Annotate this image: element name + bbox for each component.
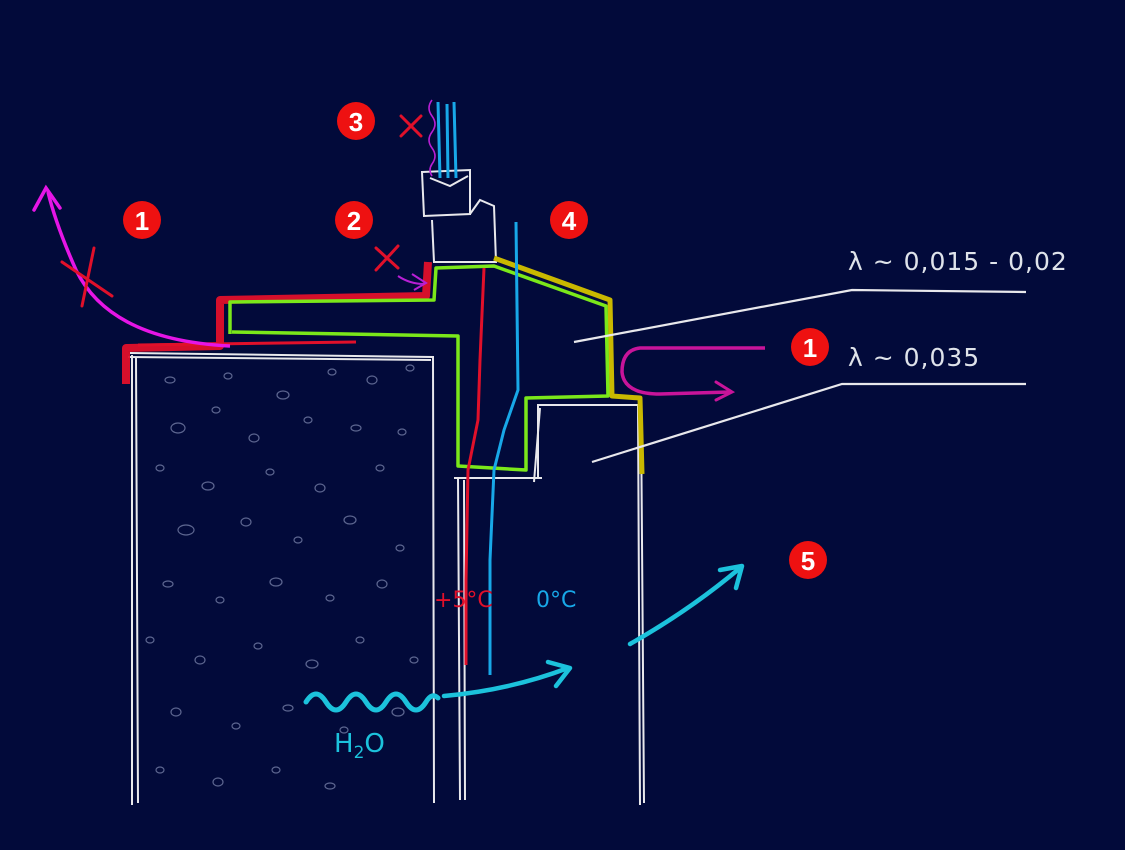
warm-side-sill-seal	[122, 261, 432, 384]
vapour-arrow-inner	[441, 665, 571, 699]
moisture-label-end: O	[364, 729, 384, 759]
vapour-arrow-outer	[627, 565, 743, 647]
svg-text:4: 4	[562, 206, 577, 236]
lambda-top-label: λ ~ 0,015 - 0,02	[848, 247, 1068, 276]
moisture-label-main: H	[334, 729, 354, 759]
airflow-curve-left	[46, 191, 231, 348]
warm-isotherm-line	[464, 267, 486, 665]
thermal-break-line	[228, 264, 610, 472]
cross-mark-icon	[374, 244, 400, 272]
vapour-arrowhead-outer	[717, 563, 745, 591]
airflow-arrowhead-right	[714, 380, 736, 402]
insulation-edge-line	[493, 255, 645, 475]
concrete-wall	[127, 352, 435, 805]
window-frame-profile	[420, 168, 498, 263]
airflow-small-arrow	[397, 273, 428, 291]
glazing-unit	[436, 101, 458, 179]
moisture-label-sub: 2	[354, 743, 365, 763]
svg-text:1: 1	[803, 333, 817, 363]
wave-icon	[303, 691, 441, 713]
marker-badge-2: 2	[335, 201, 373, 239]
svg-text:3: 3	[349, 107, 363, 137]
svg-text:1: 1	[135, 206, 149, 236]
warm-temperature-label: +5°C	[434, 588, 493, 613]
outer-facade-layer	[533, 404, 645, 806]
marker-badge-4: 4	[550, 201, 588, 239]
cold-isotherm-line	[488, 221, 520, 675]
cross-mark-icon	[60, 246, 114, 308]
glazing-seal-wave	[428, 99, 436, 177]
vapour-arrowhead-inner	[545, 659, 573, 689]
marker-badge-3: 3	[337, 102, 375, 140]
airflow-arrowhead-left	[32, 184, 62, 212]
marker-badge-5: 5	[789, 541, 827, 579]
marker-badge-1-right: 1	[791, 328, 829, 366]
lambda-bottom-label: λ ~ 0,035	[848, 343, 980, 372]
cold-temperature-label: 0°C	[536, 588, 576, 613]
concrete-aggregate-texture	[145, 364, 419, 790]
airflow-curve-right	[620, 346, 765, 396]
svg-text:2: 2	[347, 206, 361, 236]
cross-mark-icon	[399, 114, 423, 138]
marker-badge-1: 1	[123, 201, 161, 239]
callout-leader-lines	[573, 288, 1027, 464]
svg-text:5: 5	[801, 546, 815, 576]
moisture-label: H2O	[334, 729, 385, 763]
